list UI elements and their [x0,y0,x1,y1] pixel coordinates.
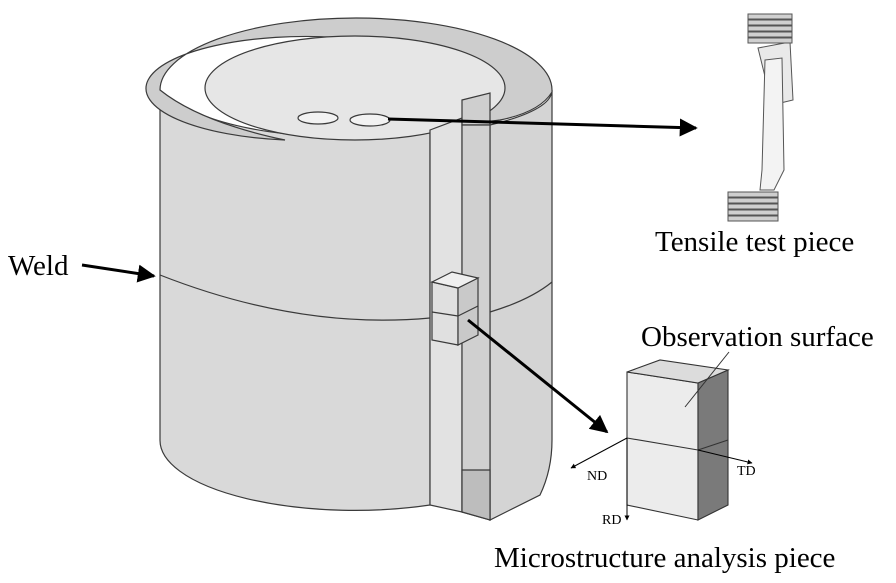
nd-axis-label: ND [587,469,608,484]
nd-axis [570,437,628,469]
weld-cube-top [430,271,480,289]
microstructure-piece [626,359,730,521]
welded-cylinder [145,17,553,521]
micro-arrow [467,318,609,434]
callout-arrows [81,117,698,434]
tensile-sample-hole-1 [297,111,339,125]
observation-label: Observation surface [641,321,874,353]
tensile-label: Tensile test piece [655,226,855,258]
micro-front [626,371,699,521]
micro-top [626,359,730,384]
weld-seam [159,274,431,321]
rd-axis-label: RD [602,513,622,528]
td-axis-label: TD [737,464,756,479]
td-axis [697,449,753,465]
observation-leader [684,351,730,408]
tensile-thread-bottom [727,191,779,222]
tensile-test-piece [727,13,794,222]
cylinder-outer-wall [159,88,431,511]
weld-arrow [81,263,156,283]
tensile-gauge [759,57,785,191]
weld-seam-right [489,281,553,313]
cylinder-inner-opening [204,35,506,141]
cylinder-outer-wall-right [489,89,553,521]
weld-label: Weld [8,250,69,282]
tensile-sample-hole-2 [349,113,391,127]
tensile-arrow [387,117,698,137]
axes [570,437,753,521]
slot-floor [461,469,491,521]
tensile-thread-top [747,13,793,44]
microstructure-label: Microstructure analysis piece [494,542,836,574]
